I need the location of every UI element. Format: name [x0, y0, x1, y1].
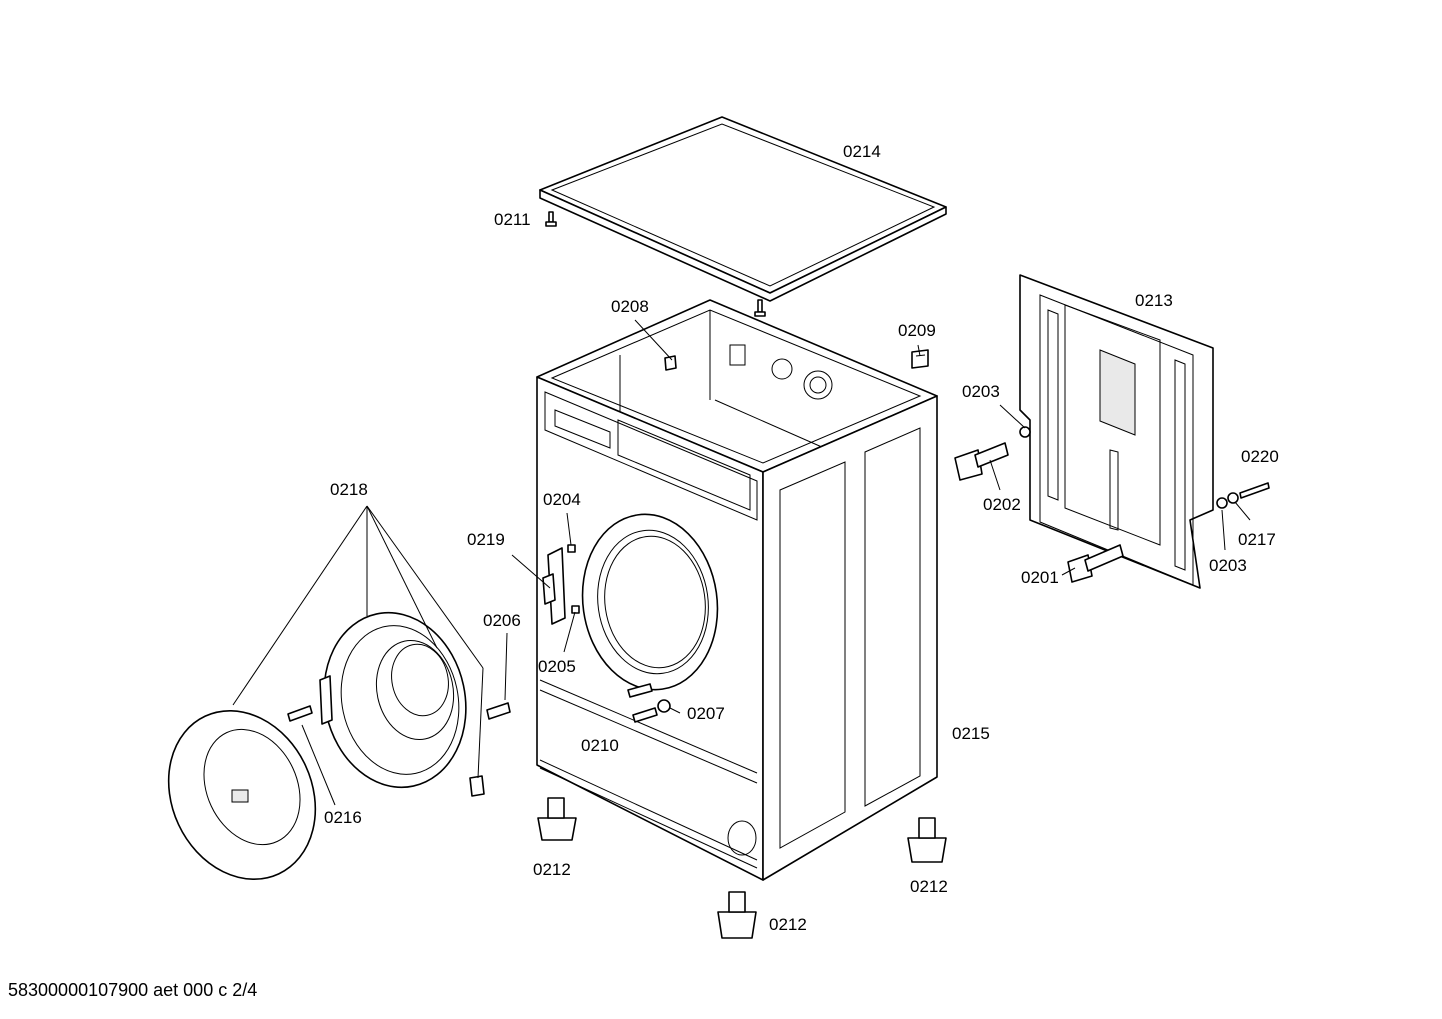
foot-right — [907, 817, 947, 863]
label-0216: 0216 — [324, 808, 362, 827]
drawing-reference: 58300000107900 aet 000 c 2/4 — [8, 980, 258, 1000]
label-0207: 0207 — [687, 704, 725, 723]
label-0208: 0208 — [611, 297, 649, 316]
foot-bottom — [717, 891, 757, 939]
label-0217: 0217 — [1238, 530, 1276, 549]
bracket-0209 — [911, 349, 929, 369]
clip-0208 — [664, 355, 677, 371]
clip-0204 — [567, 544, 576, 553]
label-0219: 0219 — [467, 530, 505, 549]
label-0218: 0218 — [330, 480, 368, 499]
label-0212-bottom: 0212 — [769, 915, 807, 934]
screw-0211 — [545, 211, 557, 227]
label-0212-left: 0212 — [533, 860, 571, 879]
label-0215: 0215 — [952, 724, 990, 743]
label-0214: 0214 — [843, 142, 881, 161]
label-0201: 0201 — [1021, 568, 1059, 587]
screw-0216 — [287, 705, 313, 722]
clip-0205 — [571, 605, 580, 614]
back-panel — [1019, 274, 1214, 589]
leader-lines — [232, 319, 1251, 806]
spring — [469, 775, 485, 797]
top-cover — [539, 116, 947, 302]
label-0205: 0205 — [538, 657, 576, 676]
label-0203-bottom: 0203 — [1209, 556, 1247, 575]
label-0212-right: 0212 — [910, 877, 948, 896]
hinge — [542, 547, 566, 625]
callout-labels: 0214 0211 0208 0209 0213 0203 0202 0220 … — [324, 142, 1279, 934]
label-0206: 0206 — [483, 611, 521, 630]
screw-0220 — [1216, 482, 1270, 509]
screws-0210 — [627, 683, 658, 723]
foot-left — [537, 797, 577, 841]
cabinet — [536, 299, 938, 881]
label-0203-top: 0203 — [962, 382, 1000, 401]
label-0213: 0213 — [1135, 291, 1173, 310]
label-0209: 0209 — [898, 321, 936, 340]
label-0220: 0220 — [1241, 447, 1279, 466]
label-0210: 0210 — [581, 736, 619, 755]
label-0211: 0211 — [494, 210, 531, 229]
cover-pin — [754, 299, 766, 317]
screw-0206 — [486, 702, 511, 720]
label-0204: 0204 — [543, 490, 581, 509]
door-assembly — [167, 611, 467, 881]
bolt-0201 — [1067, 544, 1124, 583]
label-0202: 0202 — [983, 495, 1021, 514]
washer-0207 — [657, 699, 671, 713]
bolt-0202 — [954, 426, 1031, 481]
